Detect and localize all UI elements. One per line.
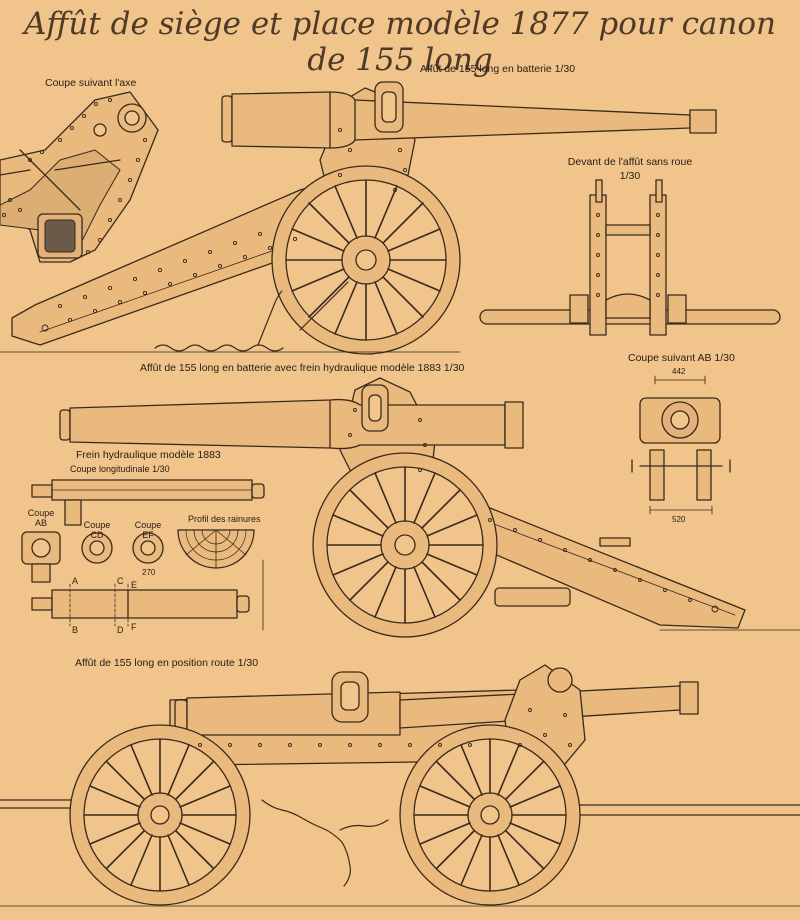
label-front-view: Devant de l'affût sans roue: [567, 156, 693, 168]
dimension-442: 442: [672, 367, 686, 376]
label-coupe-ab-word: Coupe: [27, 508, 55, 518]
label-battery: Affût de 155 long en batterie 1/30: [420, 63, 576, 75]
label-longitudinal-section: Coupe longitudinale 1/30: [70, 464, 170, 474]
section-marker-c: C: [117, 576, 124, 586]
battery-brake-drawing: [59, 377, 800, 638]
label-section-axis: Coupe suivant l'axe: [45, 77, 137, 89]
sheet-title: Affût de siège et place modèle 1877 pour…: [23, 6, 777, 78]
label-front-view-scale: 1/30: [619, 170, 641, 182]
road-position-drawing: [0, 664, 800, 907]
section-marker-b: B: [72, 625, 79, 635]
label-coupe-ef-word: Coupe: [134, 520, 162, 530]
hydraulic-brake-drawing: [21, 479, 265, 631]
label-groove-profile: Profil des rainures: [188, 514, 261, 524]
label-section-ab: Coupe suivant AB 1/30: [628, 352, 735, 364]
label-coupe-cd-word: Coupe: [83, 520, 111, 530]
section-axis-drawing: [0, 91, 159, 263]
section-marker-f: F: [131, 622, 137, 632]
section-marker-e: E: [131, 580, 138, 590]
section-marker-d: D: [117, 625, 124, 635]
dimension-270: 270: [142, 568, 156, 577]
label-coupe-ab-code: AB: [34, 518, 47, 528]
label-battery-brake: Affût de 155 long en batterie avec frein…: [140, 362, 465, 374]
front-view-drawing: [479, 179, 781, 336]
section-ab-drawing: [631, 375, 731, 515]
label-hydraulic-brake: Frein hydraulique modèle 1883: [76, 449, 221, 461]
section-marker-a: A: [72, 576, 79, 586]
label-coupe-cd-code: CD: [90, 530, 104, 540]
label-coupe-ef-code: EF: [142, 530, 154, 540]
battery-carriage-drawing: [0, 81, 717, 355]
dimension-520: 520: [672, 515, 686, 524]
label-road-position: Affût de 155 long en position route 1/30: [75, 657, 259, 669]
